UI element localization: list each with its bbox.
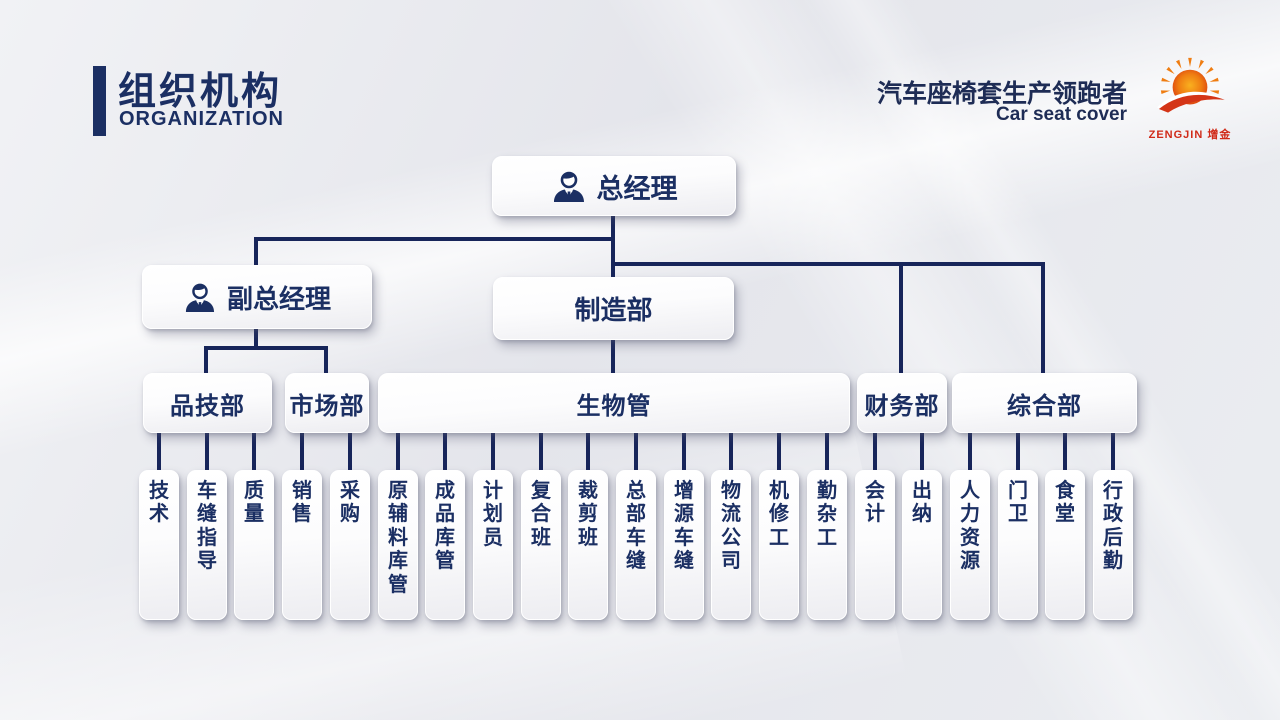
org-leaf: 质量 (234, 470, 274, 620)
org-node-label: 生物管 (576, 392, 652, 420)
sunrise-logo-icon (1157, 57, 1225, 113)
org-leaf: 计划员 (473, 470, 513, 620)
org-node-label: 品技部 (170, 392, 245, 420)
org-node-label: 财务部 (864, 392, 940, 420)
org-leaf: 食堂 (1045, 470, 1085, 620)
org-node-dept-production: 生物管 (378, 373, 850, 433)
org-leaf: 勤杂工 (807, 470, 847, 620)
org-node-label: 副总经理 (226, 283, 331, 314)
org-leaf: 增源车缝 (664, 470, 704, 620)
org-leaf-label: 门卫 (1008, 480, 1028, 526)
org-leaf: 裁剪班 (568, 470, 608, 620)
org-leaf-label: 复合班 (531, 480, 551, 549)
logo-brand-text: ZENGJIN 增金 (1148, 129, 1232, 141)
org-leaf-label: 裁剪班 (578, 480, 598, 549)
org-leaf-label: 行政后勤 (1103, 480, 1123, 573)
businessman-icon (185, 283, 215, 312)
org-node-label: 总经理 (596, 173, 678, 204)
org-leaf-label: 成品库管 (435, 480, 455, 573)
page-subtitle: ORGANIZATION (119, 108, 284, 130)
org-leaf: 门卫 (998, 470, 1038, 620)
org-leaf-label: 会计 (865, 480, 885, 526)
org-node-dept-finance: 财务部 (857, 373, 947, 433)
org-leaf: 车缝指导 (187, 470, 227, 620)
org-leaf: 总部车缝 (616, 470, 656, 620)
org-leaf-label: 计划员 (483, 480, 503, 549)
org-leaf-label: 物流公司 (721, 480, 741, 573)
org-leaf-label: 车缝指导 (197, 480, 217, 573)
company-tagline-en: Car seat cover (996, 104, 1127, 125)
org-leaf: 行政后勤 (1093, 470, 1133, 620)
org-node-dept-marketing: 市场部 (285, 373, 369, 433)
org-leaf: 原辅料库管 (378, 470, 418, 620)
org-leaf-label: 人力资源 (960, 480, 980, 573)
org-leaf: 成品库管 (425, 470, 465, 620)
org-leaf: 采购 (330, 470, 370, 620)
org-node-dept-quality-tech: 品技部 (143, 373, 272, 433)
org-leaf: 销售 (282, 470, 322, 620)
org-node-manufacturing-dept: 制造部 (493, 277, 734, 340)
company-logo: ZENGJIN 增金 (1140, 56, 1240, 142)
org-node-label: 制造部 (574, 295, 653, 325)
org-node-deputy-general-manager: 副总经理 (142, 265, 372, 329)
org-leaf-label: 食堂 (1055, 480, 1075, 526)
org-leaf-label: 勤杂工 (817, 480, 837, 549)
org-node-general-manager: 总经理 (492, 156, 736, 216)
org-leaf-label: 质量 (244, 480, 264, 526)
org-leaf: 物流公司 (711, 470, 751, 620)
page-title: 组织机构 (118, 71, 283, 113)
title-accent-bar (93, 66, 106, 136)
org-leaf: 复合班 (521, 470, 561, 620)
businessman-icon (553, 171, 584, 202)
org-leaf: 会计 (855, 470, 895, 620)
org-leaf-label: 原辅料库管 (388, 480, 408, 596)
org-leaf: 人力资源 (950, 470, 990, 620)
org-node-dept-general-affairs: 综合部 (952, 373, 1137, 433)
org-node-label: 综合部 (1007, 392, 1082, 420)
org-leaf-label: 增源车缝 (674, 480, 694, 573)
org-leaf-label: 销售 (292, 480, 312, 526)
org-leaf: 出纳 (902, 470, 942, 620)
org-leaf: 技术 (139, 470, 179, 620)
org-leaf-label: 总部车缝 (626, 480, 646, 573)
org-leaf-label: 技术 (149, 480, 169, 526)
org-node-label: 市场部 (289, 392, 365, 420)
org-leaf-label: 出纳 (912, 480, 932, 526)
org-leaf-label: 采购 (340, 480, 360, 526)
org-leaf: 机修工 (759, 470, 799, 620)
org-leaf-label: 机修工 (769, 480, 789, 549)
